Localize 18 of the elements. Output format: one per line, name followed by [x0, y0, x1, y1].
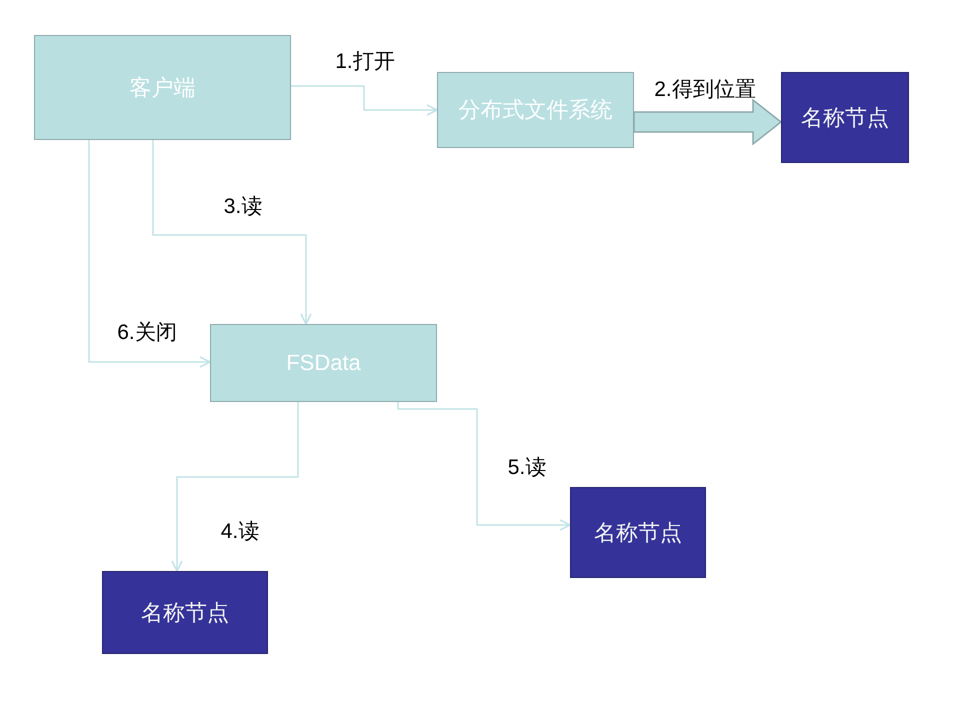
process-box: FSData [210, 324, 437, 402]
arrow [152, 140, 312, 325]
arrow [397, 402, 571, 531]
process-box: 名称节点 [570, 487, 706, 578]
arrow [88, 140, 211, 368]
process-box: 分布式文件系统 [437, 72, 634, 148]
edge-label: 2.得到位置 [654, 78, 756, 102]
edge-label: 5.读 [508, 456, 546, 480]
edge-label: 1.打开 [335, 50, 395, 74]
block-arrow [633, 98, 782, 146]
process-box: 名称节点 [102, 571, 268, 654]
edge-label: 4.读 [220, 520, 260, 544]
edge-label: 3.读 [224, 194, 262, 220]
edge-label: 6.关闭 [117, 320, 177, 346]
arrow [291, 85, 438, 116]
process-box: 名称节点 [781, 72, 909, 163]
arrow [171, 402, 299, 572]
process-box: 客户端 [34, 35, 291, 140]
